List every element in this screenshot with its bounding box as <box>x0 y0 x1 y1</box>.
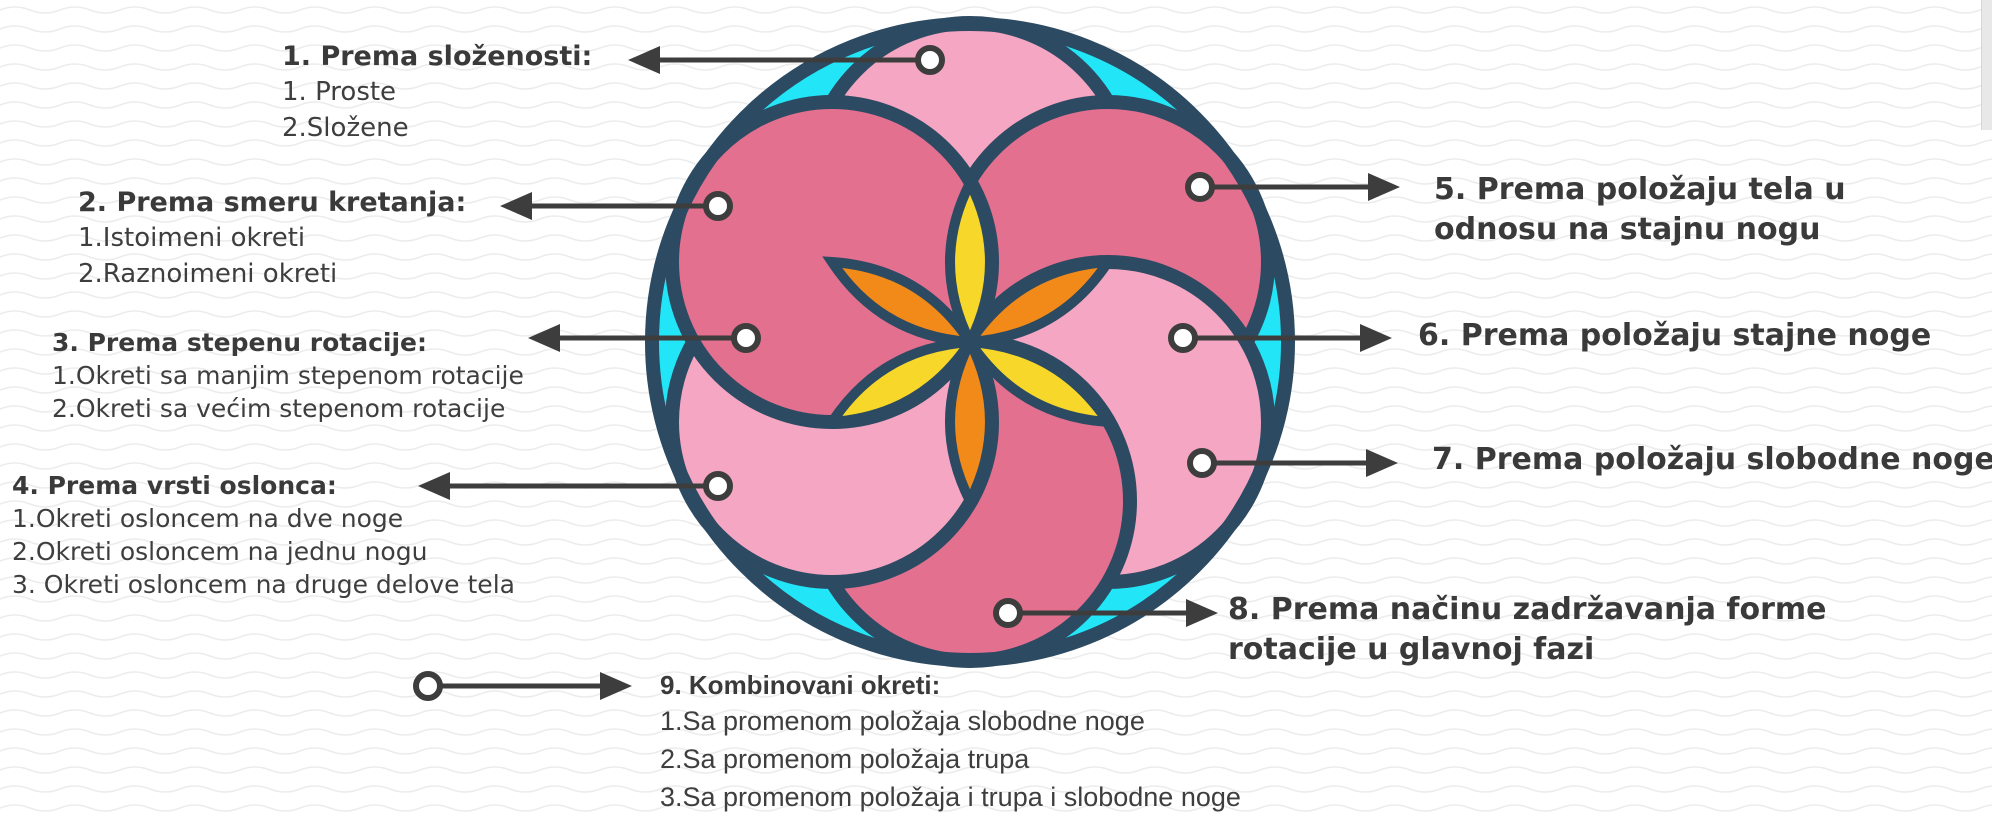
group-2-title: 2. Prema smeru kretanja: <box>78 187 467 218</box>
group-1-label: 1. Prema složenosti: 1. Proste 2.Složene <box>282 40 592 146</box>
group-9-item-3: 3.Sa promenom položaja i trupa i slobodn… <box>660 782 1241 812</box>
marker-2 <box>703 191 733 221</box>
inner-petal-1 <box>945 171 995 354</box>
group-2-item-2: 2.Raznoimeni okreti <box>78 259 338 289</box>
arrowhead-8 <box>1186 599 1218 627</box>
group-3-label: 3. Prema stepenu rotacije: 1.Okreti sa m… <box>52 327 524 425</box>
group-6-title: 6. Prema položaju stajne noge <box>1418 318 1932 353</box>
group-2-label: 2. Prema smeru kretanja: 1.Istoimeni okr… <box>78 186 466 292</box>
inner-petal-4 <box>945 330 995 513</box>
inner-petal-5 <box>822 336 980 428</box>
group-4-item-1: 1.Okreti osloncem na dve noge <box>12 504 404 533</box>
group-4-label: 4. Prema vrsti oslonca: 1.Okreti oslonce… <box>12 470 515 601</box>
marker-7 <box>1187 448 1217 478</box>
marker-6 <box>1168 323 1198 353</box>
group-5-title: 5. Prema položaju tela u odnosu na stajn… <box>1434 172 1846 247</box>
group-9-label: 9. Kombinovani okreti: 1.Sa promenom pol… <box>660 668 1241 816</box>
marker-1 <box>915 45 945 75</box>
group-1-item-2: 2.Složene <box>282 113 409 143</box>
group-5-label: 5. Prema položaju tela u odnosu na stajn… <box>1434 170 1894 250</box>
group-9-item-2: 2.Sa promenom položaja trupa <box>660 744 1030 774</box>
arrowhead-3 <box>528 324 560 352</box>
marker-5 <box>1185 172 1215 202</box>
group-8-title: 8. Prema načinu zadržavanja forme rotaci… <box>1228 592 1827 667</box>
inner-petal-2 <box>960 256 1118 348</box>
group-8-label: 8. Prema načinu zadržavanja forme rotaci… <box>1228 590 1848 670</box>
arrowhead-5 <box>1368 173 1400 201</box>
scrollbar[interactable] <box>1981 0 1992 130</box>
inner-petal-3 <box>960 336 1118 428</box>
group-7-title: 7. Prema položaju slobodne noge <box>1432 442 1992 477</box>
arrowhead-4 <box>418 472 450 500</box>
arrowhead-9 <box>600 672 632 700</box>
group-9-item-1: 1.Sa promenom položaja slobodne noge <box>660 706 1145 736</box>
arrowhead-7 <box>1366 449 1398 477</box>
group-1-item-1: 1. Proste <box>282 77 397 107</box>
arrowhead-6 <box>1360 324 1392 352</box>
group-9-title: 9. Kombinovani okreti: <box>660 670 941 700</box>
group-4-item-2: 2.Okreti osloncem na jednu nogu <box>12 537 428 566</box>
group-1-title: 1. Prema složenosti: <box>282 41 593 72</box>
marker-3 <box>731 323 761 353</box>
arrowhead-1 <box>628 46 660 74</box>
group-4-item-3: 3. Okreti osloncem na druge delove tela <box>12 570 515 599</box>
inner-petal-6 <box>822 256 980 348</box>
group-3-item-2: 2.Okreti sa većim stepenom rotacije <box>52 394 506 423</box>
group-4-title: 4. Prema vrsti oslonca: <box>12 471 337 500</box>
marker-9 <box>413 671 443 701</box>
group-2-item-1: 1.Istoimeni okreti <box>78 223 306 253</box>
arrowhead-2 <box>500 192 532 220</box>
group-3-title: 3. Prema stepenu rotacije: <box>52 328 427 357</box>
group-7-label: 7. Prema položaju slobodne noge <box>1432 440 1992 480</box>
group-6-label: 6. Prema položaju stajne noge <box>1418 316 1931 356</box>
marker-8 <box>993 598 1023 628</box>
marker-4 <box>703 471 733 501</box>
group-3-item-1: 1.Okreti sa manjim stepenom rotacije <box>52 361 524 390</box>
